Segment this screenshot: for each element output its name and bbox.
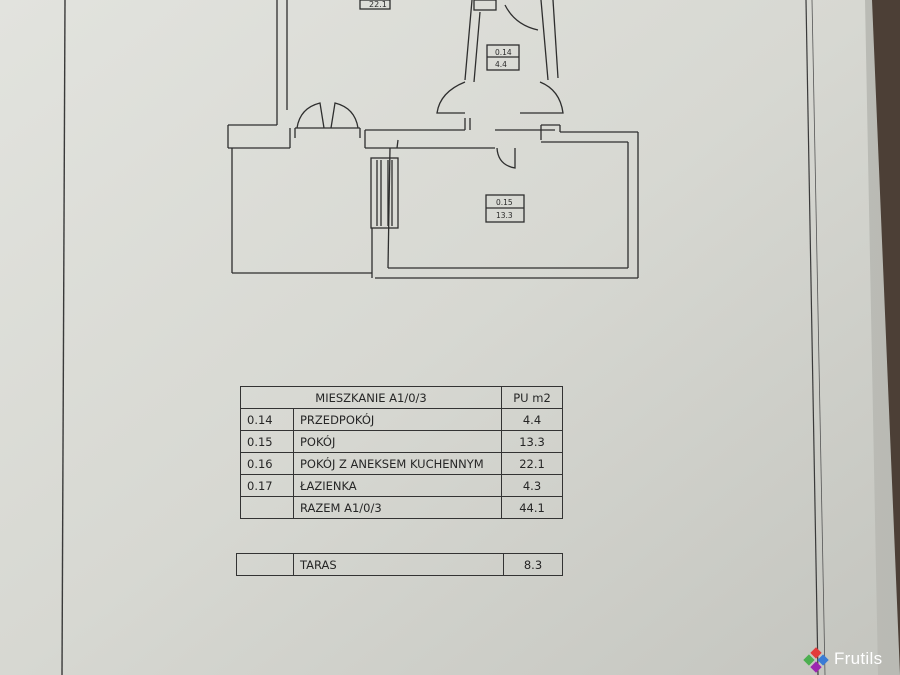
table-total-row: RAZEM A1/0/3 44.1: [240, 496, 563, 519]
total-label: RAZEM A1/0/3: [293, 496, 502, 519]
frutils-diamond-icon: [803, 647, 829, 673]
room-area: 4.3: [501, 474, 563, 497]
room-0-15-area-label: 13.3: [496, 211, 513, 220]
frutils-logo: [803, 647, 829, 673]
terrace-area: 8.3: [503, 553, 563, 576]
paper-sheet: [0, 0, 878, 675]
table-row: 0.17 ŁAZIENKA 4.3: [240, 474, 563, 497]
table-header-row: MIESZKANIE A1/0/3 PU m2: [240, 386, 563, 409]
table-row: 0.16 POKÓJ Z ANEKSEM KUCHENNYM 22.1: [240, 452, 563, 475]
room-0-14-area-label: 4.4: [495, 60, 507, 69]
room-number: 0.14: [240, 408, 294, 431]
room-0-15-number-label: 0.15: [496, 198, 513, 207]
table-row: TARAS 8.3: [236, 553, 563, 576]
right-border-line: [805, 0, 819, 675]
total-area: 44.1: [501, 496, 563, 519]
room-number: 0.17: [240, 474, 294, 497]
room-area: 22.1: [501, 452, 563, 475]
floor-plan-drawing: [227, 0, 639, 279]
table-row: 0.14 PRZEDPOKÓJ 4.4: [240, 408, 563, 431]
terrace-label: TARAS: [293, 553, 504, 576]
apartment-title: MIESZKANIE A1/0/3: [240, 386, 502, 409]
room-name: ŁAZIENKA: [293, 474, 502, 497]
table-row: 0.15 POKÓJ 13.3: [240, 430, 563, 453]
unit-header: PU m2: [501, 386, 563, 409]
room-name: POKÓJ Z ANEKSEM KUCHENNYM: [293, 452, 502, 475]
room-area: 4.4: [501, 408, 563, 431]
left-border-line: [61, 0, 66, 675]
room-0-16-area-label: 22.1: [369, 0, 387, 9]
room-name: PRZEDPOKÓJ: [293, 408, 502, 431]
apartment-area-table: MIESZKANIE A1/0/3 PU m2 0.14 PRZEDPOKÓJ …: [240, 386, 563, 519]
frutils-brand-text: Frutils: [834, 649, 883, 668]
room-number: 0.16: [240, 452, 294, 475]
terrace-area-table: TARAS 8.3: [236, 553, 563, 576]
room-name: POKÓJ: [293, 430, 502, 453]
room-area: 13.3: [501, 430, 563, 453]
room-0-14-number-label: 0.14: [495, 48, 512, 57]
room-number: 0.15: [240, 430, 294, 453]
